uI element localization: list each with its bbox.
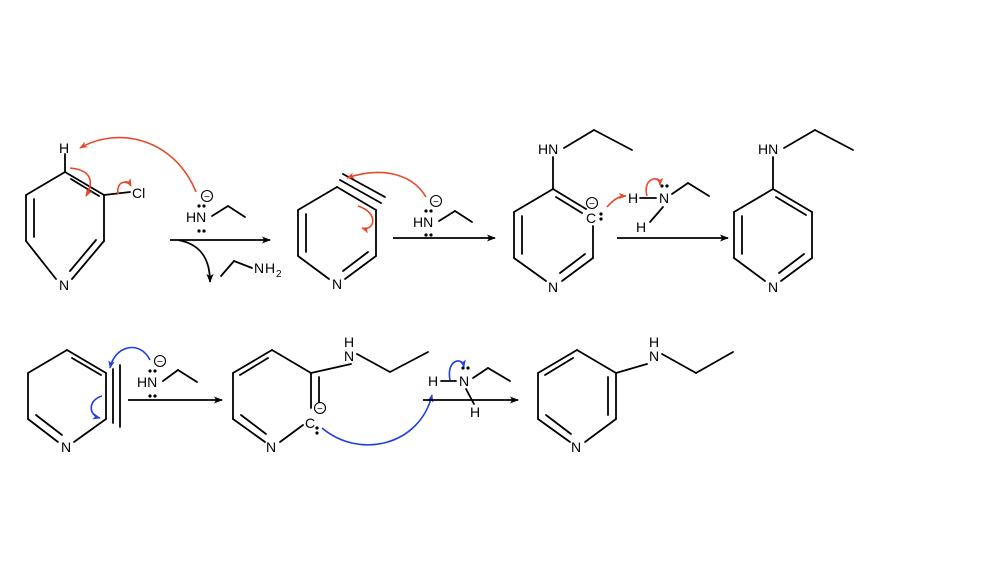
product-3-ethylaminopyridine: H N N [537, 334, 734, 455]
molecule-3-chloropyridine: H Cl N [25, 140, 145, 293]
reagent-ethylamine-2: H N H [428, 366, 511, 420]
reagent-ethylamide-1: HN − [186, 189, 246, 233]
svg-text:N: N [459, 373, 469, 389]
minus-charge-icon [153, 354, 167, 368]
curly-arrows-step4 [90, 346, 151, 420]
svg-text:HN: HN [137, 374, 157, 390]
svg-text:H: H [628, 190, 638, 206]
reagent-ethylamide-3: HN − [137, 354, 198, 398]
svg-text:N: N [571, 439, 581, 455]
molecule-carbanion-intermediate-bottom: H N C − N [232, 334, 429, 455]
svg-text:C: C [305, 415, 315, 431]
molecule-carbanion-intermediate: HN C − N [513, 129, 633, 295]
atom-cl: Cl [132, 185, 145, 201]
svg-text:C: C [586, 210, 596, 226]
svg-text:N: N [61, 439, 71, 455]
svg-text:H: H [470, 404, 480, 420]
svg-text:HN: HN [758, 141, 778, 157]
svg-text:N: N [254, 260, 264, 276]
curly-arrows-step2 [346, 171, 427, 234]
svg-text:H: H [344, 334, 354, 350]
svg-text:N: N [768, 279, 778, 295]
svg-text:N: N [266, 439, 276, 455]
byproduct-arrow [177, 239, 214, 283]
svg-text:H: H [428, 373, 438, 389]
svg-text:HN: HN [538, 141, 558, 157]
svg-text:−: − [589, 199, 595, 210]
minus-charge-icon [200, 189, 214, 203]
curly-arrows-step3 [606, 177, 664, 208]
svg-text:HN: HN [413, 214, 433, 230]
product-4-ethylaminopyridine: HN N [733, 129, 854, 295]
svg-text:−: − [204, 192, 210, 203]
curly-arrows-step1 [69, 136, 197, 197]
atom-hn: HN [186, 209, 206, 225]
svg-text:H: H [265, 260, 275, 276]
svg-text:N: N [659, 190, 669, 206]
reagent-ethylamine-1: H N H [628, 182, 710, 235]
molecule-3-4-pyridyne: N [297, 173, 386, 292]
svg-text:−: − [317, 404, 323, 415]
byproduct-ethylamine: N H 2 [220, 260, 282, 280]
reagent-ethylamide-2: HN − [413, 194, 473, 237]
svg-text:N: N [344, 348, 354, 364]
minus-charge-icon [429, 194, 443, 208]
curly-arrows-step5 [321, 359, 466, 446]
svg-text:N: N [548, 279, 558, 295]
svg-text:2: 2 [276, 269, 282, 280]
molecule-3-4-pyridyne-bottom: N [27, 349, 121, 455]
minus-charge-icon [313, 401, 327, 415]
svg-text:N: N [649, 348, 659, 364]
svg-text:−: − [433, 197, 439, 208]
svg-text:−: − [157, 357, 163, 368]
svg-text:H: H [649, 334, 659, 350]
minus-charge-icon [585, 196, 599, 210]
atom-n: N [59, 277, 69, 293]
svg-text:H: H [636, 219, 646, 235]
svg-text:N: N [332, 276, 342, 292]
atom-h: H [59, 140, 69, 156]
